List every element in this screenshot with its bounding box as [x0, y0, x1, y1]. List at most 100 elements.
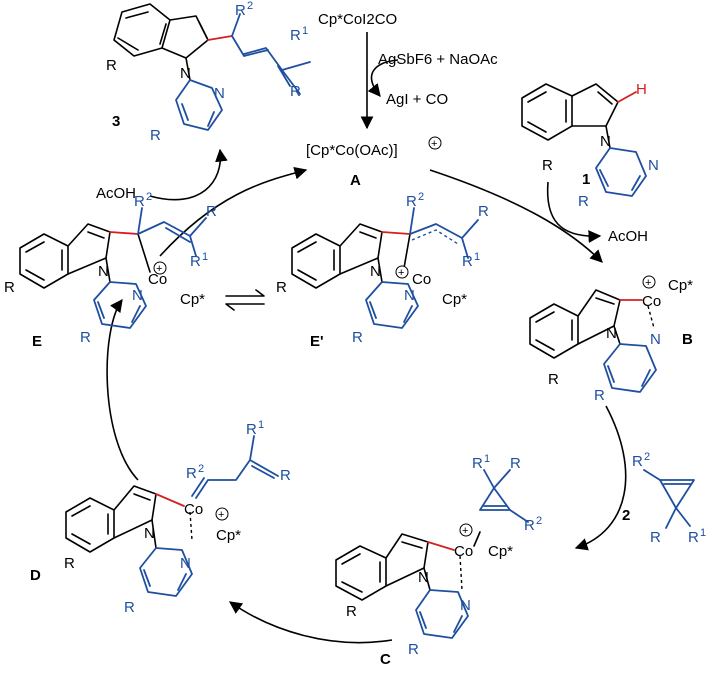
c2-R2-sub: 2 — [644, 451, 650, 463]
cyclopropene-2-structure — [643, 469, 695, 529]
C-pyr-R: R — [408, 641, 419, 658]
additives-label: AgSbF6 + NaOAc — [378, 51, 498, 68]
C-Cp: Cp* — [488, 543, 513, 560]
intermediate-D-structure — [65, 435, 279, 597]
Ep-R1-sub: 1 — [474, 251, 480, 263]
s1-H: H — [636, 81, 647, 98]
C-N-indole: N — [418, 569, 429, 586]
intermediate-E-structure — [19, 207, 207, 329]
C-N-pyridine: N — [460, 597, 471, 614]
p3-R: R — [290, 83, 301, 100]
B-N-pyridine: N — [650, 331, 661, 348]
Ep-charge-sign: + — [398, 267, 404, 279]
D-charge — [215, 507, 229, 521]
C-Co: Co — [454, 543, 473, 560]
turnover-arrow — [159, 166, 308, 257]
E-charge-sign: + — [156, 263, 162, 275]
D-R: R — [280, 467, 291, 484]
ring-opening-arrow — [228, 601, 393, 644]
s1-N-pyridine: N — [648, 157, 659, 174]
D-R1: R — [246, 421, 257, 438]
p3-R2: R — [235, 2, 246, 19]
D-R2: R — [186, 465, 197, 482]
Ep-R: R — [478, 203, 489, 220]
label-2: 2 — [622, 507, 630, 524]
ch-activation-arrow — [429, 169, 603, 263]
E-pyr-R: R — [80, 329, 91, 346]
catalyst-charge — [428, 136, 442, 150]
precursor-label: Cp*CoI2CO — [318, 11, 397, 28]
p3-R1-sub: 1 — [302, 25, 308, 37]
C-R: R — [510, 455, 521, 472]
label-E: E — [32, 333, 42, 350]
C-charge-sign: + — [462, 525, 468, 537]
p3-R1: R — [290, 27, 301, 44]
s1-pyr-R: R — [578, 193, 589, 210]
D-R1-sub: 1 — [258, 419, 264, 431]
c2-R1-sub: 1 — [700, 527, 706, 539]
E-R: R — [206, 203, 217, 220]
B-Co: Co — [642, 293, 661, 310]
equilibrium-arrows — [225, 289, 265, 311]
p3-ring-R: R — [106, 57, 117, 74]
catalyst-charge-sign: + — [431, 138, 437, 150]
label-D: D — [30, 567, 41, 584]
migratory-insertion-arrow — [106, 298, 139, 481]
Ep-R1: R — [462, 253, 473, 270]
E-ring-R: R — [4, 279, 15, 296]
B-Cp: Cp* — [668, 277, 693, 294]
C-R1-sub: 1 — [484, 453, 490, 465]
catalyst-formula: [Cp*Co(OAc)] — [306, 142, 398, 159]
p3-N-indole: N — [180, 65, 191, 82]
E-R2: R — [134, 193, 145, 210]
B-N-indole: N — [606, 325, 617, 342]
E-R1-sub: 1 — [202, 251, 208, 263]
byproducts-label: AgI + CO — [386, 91, 448, 108]
C-R2: R — [524, 517, 535, 534]
B-ring-R: R — [548, 371, 559, 388]
D-charge-sign: + — [218, 509, 224, 521]
p3-N-pyridine: N — [214, 85, 225, 102]
substrate-1-structure — [521, 83, 647, 197]
product-3-structure — [113, 3, 311, 131]
B-charge-sign: + — [645, 277, 651, 289]
acoh-out-label: AcOH — [608, 228, 648, 245]
acoh-release-arrow — [546, 181, 602, 243]
D-R2-sub: 2 — [198, 463, 204, 475]
s1-N-indole: N — [600, 133, 611, 150]
E-Cp: Cp* — [180, 291, 205, 308]
B-pyr-R: R — [594, 387, 605, 404]
c2-R: R — [650, 529, 661, 546]
C-R2-sub: 2 — [536, 515, 542, 527]
D-N-pyridine: N — [180, 555, 191, 572]
c2-R1: R — [688, 529, 699, 546]
D-Cp: Cp* — [216, 527, 241, 544]
B-charge — [642, 275, 656, 289]
E-N-pyridine: N — [132, 287, 143, 304]
s1-ring-R: R — [542, 157, 553, 174]
D-N-indole: N — [144, 525, 155, 542]
D-ring-R: R — [64, 555, 75, 572]
label-1: 1 — [582, 171, 590, 188]
C-charge — [459, 523, 473, 537]
label-3: 3 — [112, 113, 120, 130]
Ep-R2-sub: 2 — [418, 191, 424, 203]
D-Co: Co — [184, 501, 203, 518]
acoh-in-label: AcOH — [96, 185, 136, 202]
Ep-Cp: Cp* — [442, 291, 467, 308]
p3-pyr-R: R — [150, 127, 161, 144]
label-B: B — [682, 331, 693, 348]
product-release-arrow — [149, 148, 228, 201]
E-Co: Co — [148, 271, 167, 288]
label-E-prime: E' — [310, 333, 324, 350]
label-A: A — [350, 172, 361, 189]
Ep-N-indole: N — [370, 263, 381, 280]
c2-R2: R — [632, 453, 643, 470]
intermediate-E-prime-structure — [291, 207, 479, 329]
label-C: C — [380, 651, 391, 668]
intermediate-C-structure — [335, 469, 529, 639]
E-R2-sub: 2 — [146, 191, 152, 203]
Ep-R2: R — [406, 193, 417, 210]
C-ring-R: R — [346, 603, 357, 620]
